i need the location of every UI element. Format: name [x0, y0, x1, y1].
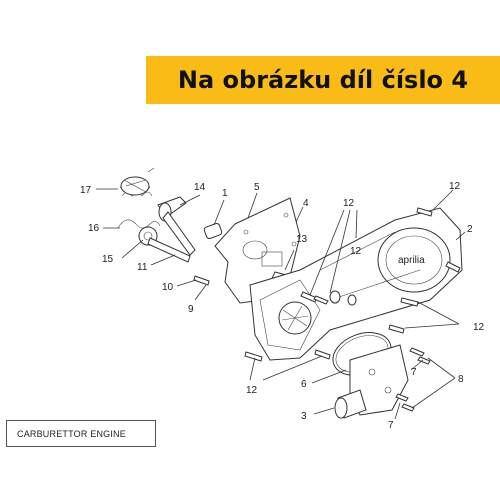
callout-4: 4 — [303, 198, 309, 209]
shaft-part — [147, 237, 191, 263]
clip-part — [117, 219, 161, 229]
callout-16: 16 — [88, 223, 100, 234]
callout-3: 3 — [301, 411, 307, 422]
engine-caption-text: CARBURETTOR ENGINE — [17, 428, 126, 439]
callout-12-right: 12 — [473, 322, 485, 333]
callout-14: 14 — [194, 182, 206, 193]
callout-2: 2 — [467, 224, 473, 235]
bushing-part — [203, 222, 223, 240]
spring-part — [119, 167, 155, 197]
callout-1: 1 — [222, 188, 228, 199]
cover-screws-part — [244, 207, 461, 362]
kick-lever-part — [157, 196, 196, 256]
screw-part — [193, 275, 210, 286]
callout-12-mid: 12 — [350, 246, 362, 257]
svg-text:aprilia: aprilia — [398, 255, 425, 266]
callout-8: 8 — [458, 374, 464, 385]
leader-lines — [96, 188, 466, 420]
callout-12-top: 12 — [343, 198, 355, 209]
callout-9: 9 — [188, 304, 194, 315]
callout-12-left: 12 — [246, 385, 258, 396]
transmission-cover-part: aprilia — [249, 207, 463, 361]
washer-part — [329, 290, 357, 306]
callout-6: 6 — [301, 379, 307, 390]
callout-11: 11 — [137, 262, 148, 273]
title-banner: Na obrázku díl číslo 4 — [146, 56, 500, 104]
title-text: Na obrázku díl číslo 4 — [177, 66, 469, 94]
air-duct-part — [334, 344, 409, 419]
callout-10: 10 — [162, 282, 174, 293]
callout-7-a: 7 — [411, 367, 417, 378]
engine-caption: CARBURETTOR ENGINE — [6, 420, 156, 447]
callout-5: 5 — [254, 182, 260, 193]
callout-7-b: 7 — [388, 420, 394, 431]
callout-15: 15 — [102, 254, 114, 265]
callout-12-top-right: 12 — [449, 181, 461, 192]
duct-screws-part — [395, 347, 431, 412]
callout-17: 17 — [80, 185, 92, 196]
callout-13: 13 — [296, 234, 308, 245]
